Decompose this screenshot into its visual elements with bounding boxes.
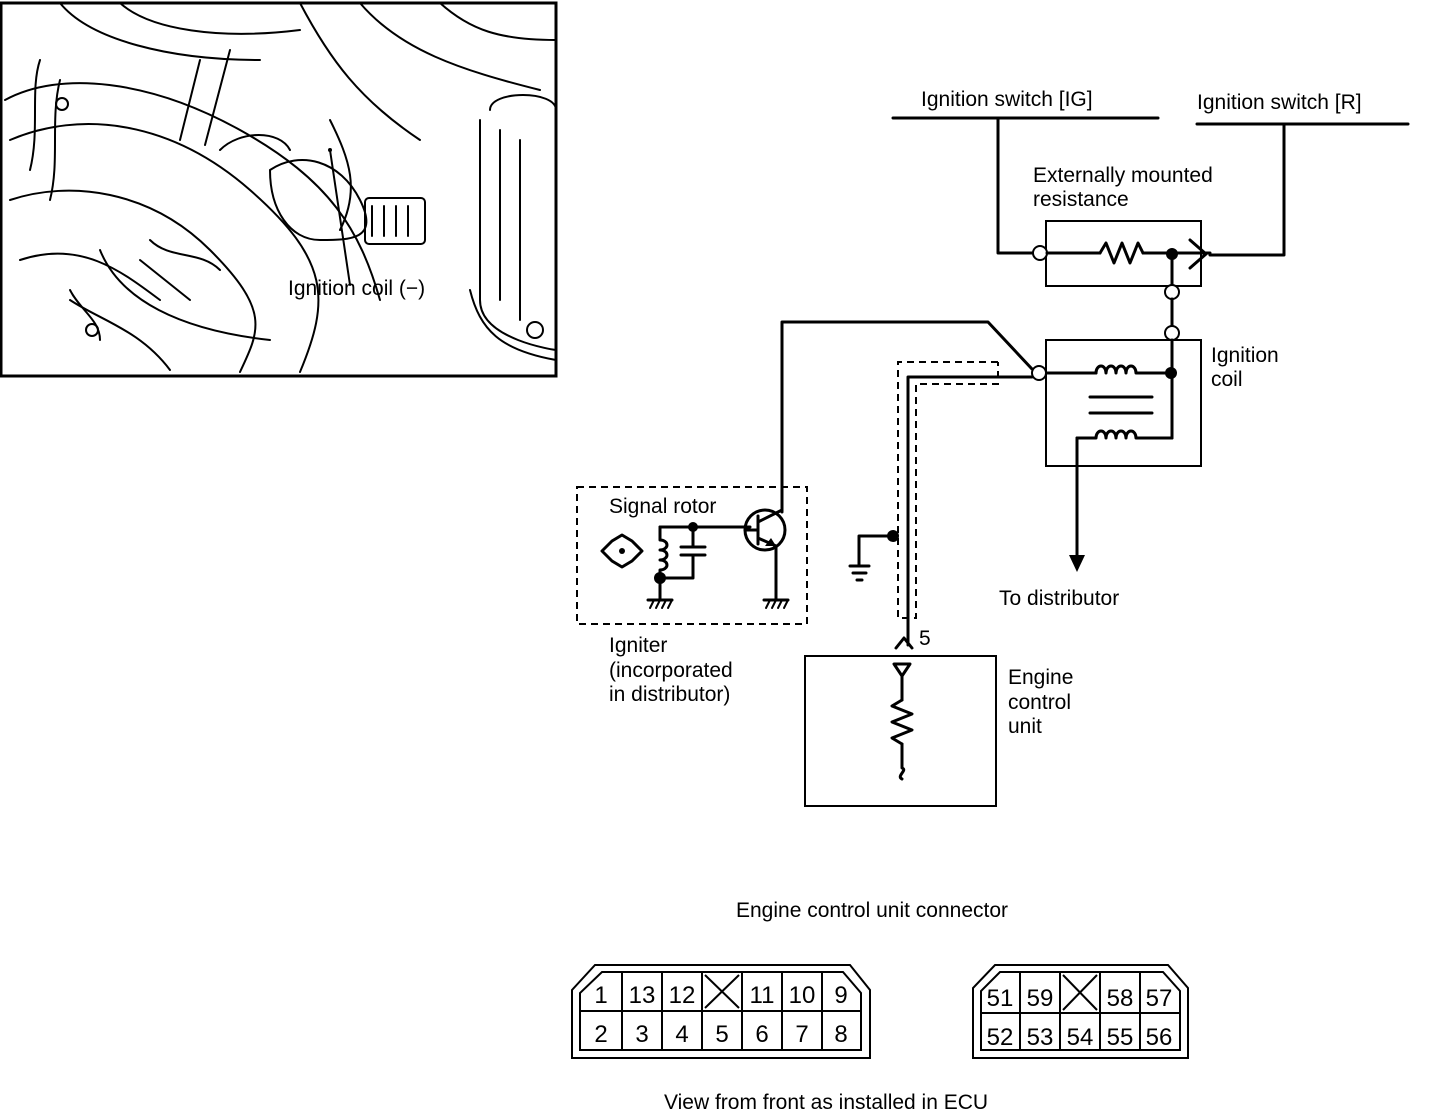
resistance-terminal-bottom bbox=[1164, 284, 1180, 300]
coil-terminal-top bbox=[1164, 325, 1180, 341]
pin-13: 13 bbox=[629, 982, 656, 1009]
pin-59: 59 bbox=[1027, 985, 1054, 1012]
label-ignition-coil-1: Ignition bbox=[1211, 344, 1279, 367]
connector-left: 1 13 12 11 10 9 2 3 4 5 6 7 8 bbox=[571, 964, 871, 1059]
pin-51: 51 bbox=[987, 985, 1014, 1012]
primary-winding bbox=[1094, 364, 1173, 375]
connector-title: Engine control unit connector bbox=[736, 899, 1008, 922]
pin-55: 55 bbox=[1107, 1024, 1134, 1051]
pin-52: 52 bbox=[987, 1024, 1014, 1051]
ignition-schematic: Ignition switch [IG] Ignition switch [R]… bbox=[576, 88, 1410, 807]
label-ecu-3: unit bbox=[1008, 715, 1042, 738]
coil-terminal-negative bbox=[1031, 365, 1047, 381]
resistance-terminal-left bbox=[1032, 245, 1048, 261]
label-terminal-5: 5 bbox=[919, 627, 931, 650]
pin-58: 58 bbox=[1107, 985, 1134, 1012]
ecu-connector-section: Engine control unit connector 1 13 12 11… bbox=[571, 899, 1189, 1114]
pin-4: 4 bbox=[675, 1021, 688, 1048]
secondary-winding bbox=[1075, 429, 1174, 440]
label-igniter-2: (incorporated bbox=[609, 659, 733, 682]
label-ignition-coil-2: coil bbox=[1211, 368, 1243, 391]
pin-54: 54 bbox=[1067, 1024, 1094, 1051]
pin-2: 2 bbox=[594, 1021, 607, 1048]
pin-1: 1 bbox=[594, 982, 607, 1009]
connector-right: 51 59 58 57 52 53 54 55 56 bbox=[972, 964, 1189, 1059]
pin-5: 5 bbox=[715, 1021, 728, 1048]
pin-7: 7 bbox=[795, 1021, 808, 1048]
illustration-frame bbox=[0, 1, 558, 378]
pin-53: 53 bbox=[1027, 1024, 1054, 1051]
ignition-coil-box bbox=[1045, 339, 1202, 467]
resistor-symbol bbox=[1098, 241, 1145, 265]
pin-56: 56 bbox=[1146, 1024, 1173, 1051]
label-signal-rotor: Signal rotor bbox=[609, 495, 716, 518]
pin-57: 57 bbox=[1146, 985, 1173, 1012]
label-igniter-1: Igniter bbox=[609, 634, 667, 657]
pin-9: 9 bbox=[834, 982, 847, 1009]
shield-outline bbox=[897, 361, 999, 619]
label-ecu-2: control bbox=[1008, 691, 1071, 714]
label-igniter-3: in distributor) bbox=[609, 683, 730, 706]
label-ignition-switch-r: Ignition switch [R] bbox=[1197, 91, 1362, 114]
label-ignition-switch-ig: Ignition switch [IG] bbox=[921, 88, 1093, 111]
label-resistance-2: resistance bbox=[1033, 188, 1129, 211]
pin-12: 12 bbox=[669, 982, 696, 1009]
label-ecu-1: Engine bbox=[1008, 666, 1073, 689]
pickup-coil bbox=[658, 525, 669, 602]
connector-caption: View from front as installed in ECU bbox=[664, 1091, 988, 1114]
photo-label-ignition-coil: Ignition coil (−) bbox=[288, 277, 425, 300]
igniter-box bbox=[576, 486, 808, 625]
ecu-box bbox=[804, 655, 997, 807]
pin-3: 3 bbox=[635, 1021, 648, 1048]
pin-10: 10 bbox=[789, 982, 816, 1009]
ecu-resistor bbox=[890, 698, 914, 746]
label-to-distributor: To distributor bbox=[999, 587, 1119, 610]
pin-8: 8 bbox=[834, 1021, 847, 1048]
label-resistance-1: Externally mounted bbox=[1033, 164, 1213, 187]
pin-6: 6 bbox=[755, 1021, 768, 1048]
pin-11: 11 bbox=[750, 982, 775, 1009]
signal-rotor-symbol bbox=[600, 533, 644, 569]
engine-bay-illustration: Ignition coil (−) bbox=[0, 1, 558, 378]
